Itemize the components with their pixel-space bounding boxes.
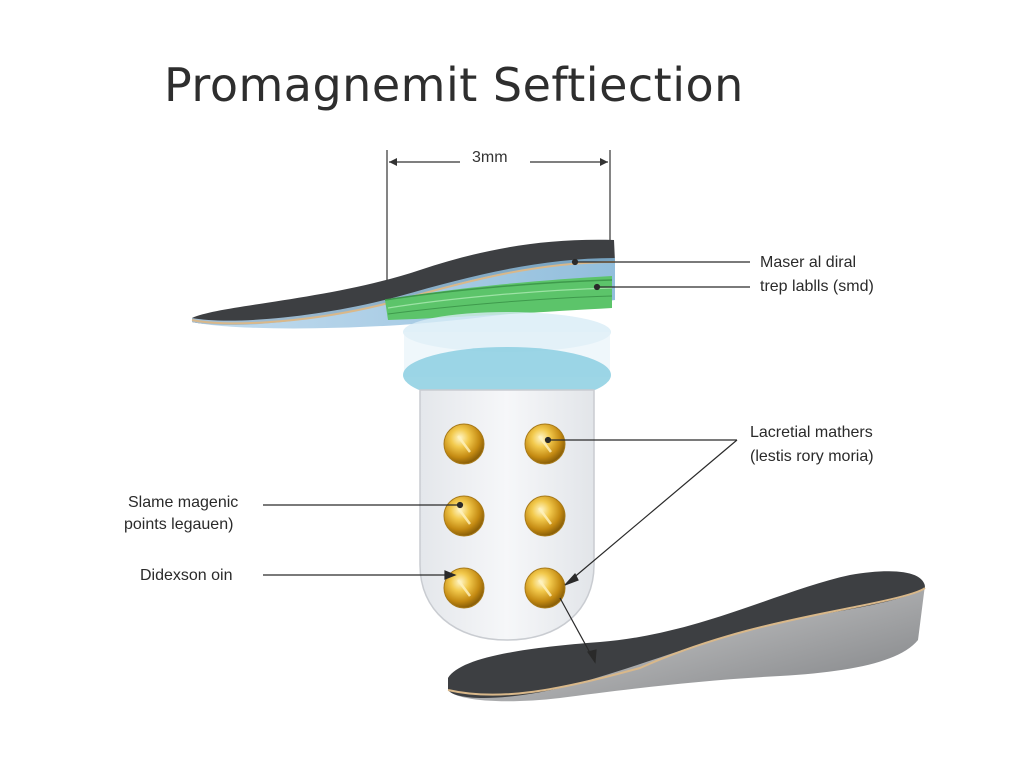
bottom-insole [447, 571, 926, 702]
diagram-title: Promagnemit Seftiection [164, 58, 744, 112]
label-slame-line1: Slame magenic [128, 494, 239, 511]
label-material-line2: trep lablls (smd) [760, 278, 874, 295]
dimension-label: 3mm [472, 149, 508, 166]
green-layer [384, 276, 613, 320]
label-lacretial-line1: Lacretial mathers [750, 424, 873, 441]
label-slame-line2: points legauen) [124, 516, 234, 533]
magnet-dot-icon [524, 423, 566, 465]
label-lacretial-line2: (lestis rory moria) [750, 448, 874, 465]
leader-line-icon [564, 439, 738, 586]
dimension-marker [386, 150, 611, 300]
magnet-dot-icon [443, 567, 485, 609]
label-didexson: Didexson oin [140, 567, 233, 584]
magnet-grid [443, 423, 566, 609]
leader-lines [263, 258, 750, 664]
label-material-line1: Maser al diral [760, 254, 857, 271]
magnet-dot-icon [524, 495, 566, 537]
magnet-dot-icon [443, 495, 485, 537]
translucent-discs [403, 312, 611, 403]
magnet-dot-icon [443, 423, 485, 465]
magnet-dot-icon [524, 567, 566, 609]
